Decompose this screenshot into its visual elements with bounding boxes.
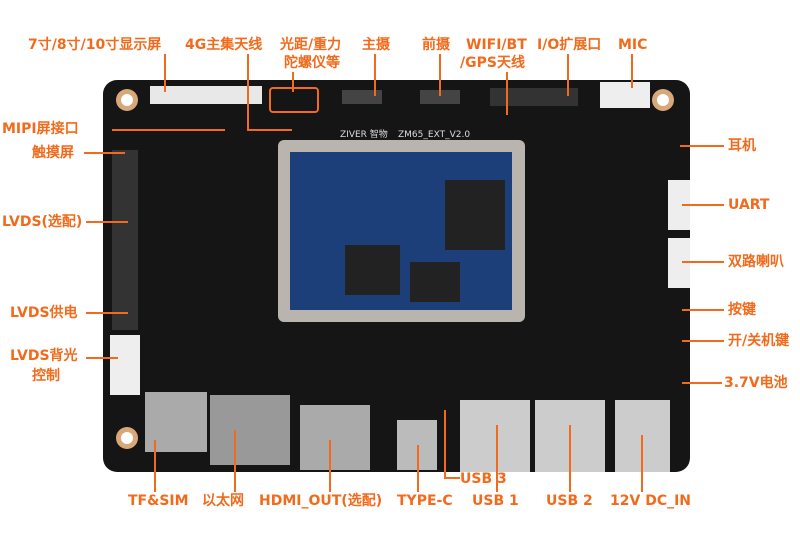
header-pins (112, 150, 138, 330)
label-lvds-power: LVDS供电 (10, 305, 78, 321)
usb1-port (460, 400, 530, 472)
label-power-key: 开/关机键 (728, 333, 790, 349)
hdmi-port (300, 405, 370, 470)
label-ethernet: 以太网 (202, 493, 244, 509)
label-headphone: 耳机 (728, 138, 756, 154)
label-io-expansion: I/O扩展口 (537, 37, 602, 53)
leader-lines (84, 54, 724, 492)
cam-front-connector (420, 90, 460, 104)
gpio-header (490, 88, 578, 106)
label-hdmi-out: HDMI_OUT(选配) (259, 493, 383, 509)
label-4g-antenna: 4G主集天线 (185, 37, 263, 53)
label-uart: UART (728, 197, 770, 213)
label-usb2: USB 2 (546, 493, 593, 509)
label-lvds: LVDS(选配) (2, 214, 83, 230)
silk-model: ZM65_EXT_V2.0 (398, 130, 470, 140)
label-main-camera: 主摄 (362, 37, 390, 53)
label-keys: 按键 (728, 302, 756, 318)
uart-connector (668, 180, 690, 230)
label-front-camera: 前摄 (422, 37, 450, 53)
label-dc-in: 12V DC_IN (610, 493, 692, 509)
label-usb3: USB 3 (460, 471, 507, 487)
label-sensors: 光距/重力 (280, 37, 342, 53)
label-battery: 3.7V电池 (724, 375, 788, 391)
label-type-c: TYPE-C (397, 493, 453, 509)
ethernet-port (210, 395, 290, 465)
soc-chip (445, 180, 505, 250)
lvds-backlight-connector (110, 335, 140, 395)
label-usb1: USB 1 (472, 493, 519, 509)
label-gyro: 陀螺仪等 (284, 55, 340, 71)
label-mipi: MIPI屏接口 (2, 121, 79, 137)
mic-connector (600, 82, 650, 108)
speaker-connector (668, 238, 690, 288)
label-control: 控制 (32, 368, 60, 384)
label-lvds-backlight: LVDS背光 (10, 348, 78, 364)
label-mic: MIC (618, 37, 648, 53)
cam-main-connector (342, 90, 382, 104)
label-touchscreen: 触摸屏 (32, 145, 74, 161)
label-gps-antenna: /GPS天线 (460, 55, 525, 71)
display-connector (150, 86, 262, 104)
label-tf-sim: TF&SIM (128, 493, 189, 509)
silk-brand: ZIVER 智物 (340, 128, 388, 140)
label-wifi-bt: WIFI/BT (466, 37, 527, 53)
label-display: 7寸/8寸/10寸显示屏 (28, 37, 162, 53)
label-speakers: 双路喇叭 (728, 254, 784, 270)
